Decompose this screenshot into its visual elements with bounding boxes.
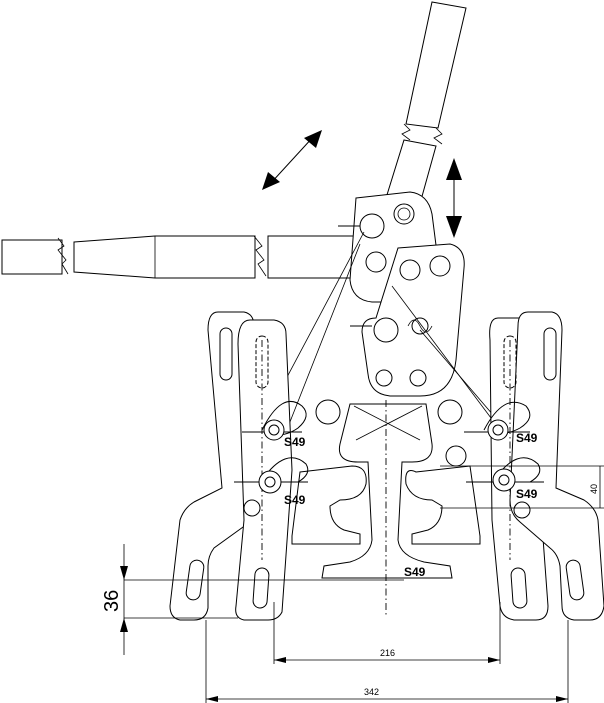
clip-right-upper-label: S49 bbox=[516, 431, 538, 445]
clip-left-upper-label: S49 bbox=[284, 435, 306, 449]
vertical-motion-arrow bbox=[446, 158, 462, 238]
dimension-right-height: 40 bbox=[440, 465, 604, 509]
left-bracket bbox=[169, 311, 341, 621]
clip-left-lower bbox=[234, 457, 309, 494]
clip-right-lower bbox=[466, 457, 544, 492]
dimension-outer-width-value: 342 bbox=[364, 687, 379, 697]
dimension-inner-width-value: 216 bbox=[380, 648, 395, 658]
dimension-vertical-offset: 36 bbox=[101, 544, 404, 655]
dimension-inner-width: 216 bbox=[273, 602, 501, 664]
clip-left-upper bbox=[242, 401, 307, 441]
dimension-right-height-value: 40 bbox=[589, 484, 599, 494]
horizontal-lever-handle bbox=[1, 235, 357, 279]
clip-right-upper bbox=[464, 401, 531, 441]
dimension-outer-width: 342 bbox=[205, 620, 569, 703]
dimension-vertical-offset-value: 36 bbox=[101, 590, 123, 612]
right-bracket bbox=[437, 311, 604, 621]
left-rail bbox=[291, 465, 367, 545]
right-rail bbox=[405, 465, 481, 545]
central-linkage bbox=[338, 191, 465, 397]
diagonal-motion-arrow bbox=[262, 130, 322, 190]
clip-left-lower-label: S49 bbox=[284, 493, 306, 507]
clip-right-lower-label: S49 bbox=[516, 487, 538, 501]
center-rail bbox=[321, 400, 453, 615]
rail-center-label: S49 bbox=[404, 565, 426, 579]
